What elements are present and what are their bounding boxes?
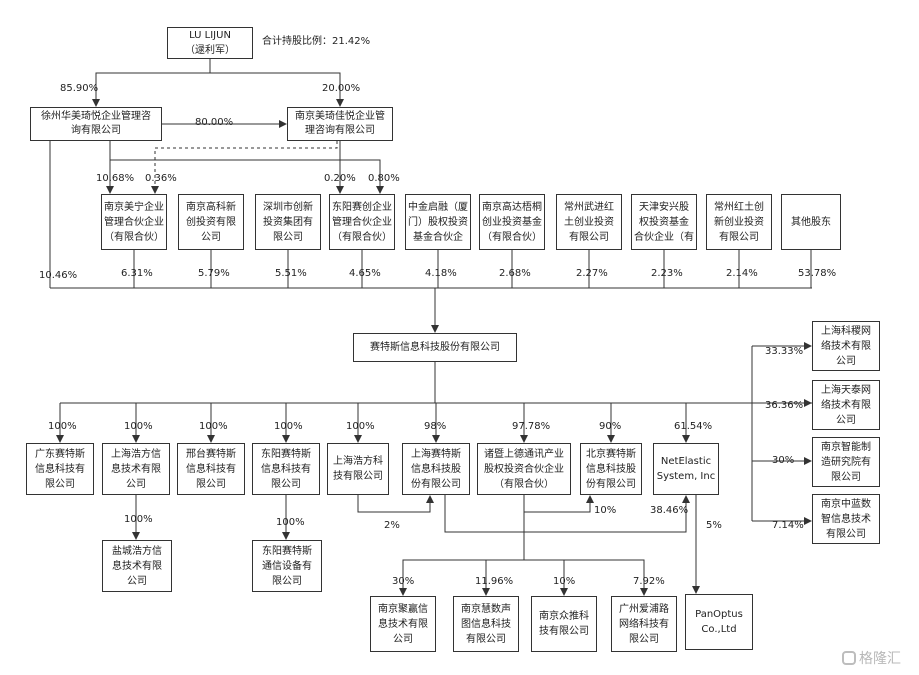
pct-meiqi-to-meining: 0.36%: [145, 173, 177, 184]
shareholder-pct: 2.23%: [651, 268, 683, 279]
yancheng-subsidiary-box: 盐城浩方信 息技术有限 公司: [102, 540, 172, 592]
shareholder-box: 南京高达梧桐 创业投资基金 （有限合伙）: [479, 194, 545, 250]
dongyang-comm-subsidiary-box: 东阳赛特斯 通信设备有 限公司: [252, 540, 322, 592]
pct-netelastic-to-panoptus: 5%: [706, 520, 722, 531]
affiliate-box: 上海天泰网 络技术有限 公司: [812, 380, 880, 430]
subsidiary-box: 北京赛特斯 信息科技股 份有限公司: [580, 443, 642, 495]
affiliate-pct: 36.36%: [765, 400, 804, 411]
affiliate-pct: 7.14%: [772, 520, 804, 531]
subsidiary-box: 诸暨上德通讯产业 股权投资合伙企业 （有限合伙）: [477, 443, 571, 495]
watermark: 格隆汇: [842, 648, 901, 668]
pct-xuzhou-to-meiqi: 80.00%: [195, 117, 234, 128]
total-holding-label: 合计持股比例：21.42%: [262, 36, 371, 47]
link-xuzhou-bus: [109, 141, 384, 194]
link-zhuji-investee-bus: [524, 559, 645, 595]
link-meiqi-meining-dashed: [151, 141, 338, 194]
investee-pct: 30%: [392, 576, 415, 587]
shareholder-box: 东阳赛创企业 管理合伙企业 （有限合伙）: [329, 194, 395, 250]
pct-xuzhou-direct: 10.46%: [39, 270, 78, 281]
watermark-logo-icon: [842, 651, 856, 665]
subsidiary-box: 邢台赛特斯 信息科技有 限公司: [177, 443, 245, 495]
subsidiary-pct: 100%: [346, 421, 375, 432]
investee-box: 广州爱浦路 网络科技有 限公司: [611, 596, 677, 652]
pct-dongyang-comm: 100%: [276, 517, 305, 528]
link-zhuji-to-beijing: [524, 495, 594, 513]
subsidiary-pct: 98%: [424, 421, 447, 432]
investee-box: 南京众推科 技有限公司: [531, 596, 597, 652]
shareholder-box: 中金启融（厦 门）股权投资 基金合伙企: [405, 194, 471, 250]
subsidiary-pct: 61.54%: [674, 421, 713, 432]
shareholder-pct: 2.27%: [576, 268, 608, 279]
subsidiary-pct: 90%: [599, 421, 622, 432]
affiliate-pct: 33.33%: [765, 346, 804, 357]
controller-box: LU LIJUN （逯利军）: [167, 27, 253, 59]
pct-meiqi-to-dongyang: 0.80%: [368, 173, 400, 184]
link-shanghai-to-netelastic: [444, 495, 690, 533]
panoptus-box: PanOptus Co.,Ltd: [685, 594, 753, 650]
pct-haofang-to-shanghai: 2%: [384, 520, 400, 531]
subsidiary-pct: 100%: [274, 421, 303, 432]
affiliate-box: 南京智能制 造研究院有 限公司: [812, 437, 880, 487]
shareholder-pct: 4.65%: [349, 268, 381, 279]
pct-to-dongyang: 0.20%: [324, 173, 356, 184]
shareholder-box: 常州红土创 新创业投资 有限公司: [706, 194, 772, 250]
shareholder-box: 深圳市创新 投资集团有 限公司: [255, 194, 321, 250]
affiliate-pct: 30%: [772, 455, 795, 466]
shareholder-box: 其他股东: [781, 194, 841, 250]
watermark-text: 格隆汇: [859, 651, 901, 667]
shareholder-pct: 5.51%: [275, 268, 307, 279]
subsidiary-box: 广东赛特斯 信息科技有 限公司: [26, 443, 94, 495]
shareholder-box: 南京高科新 创投资有限 公司: [178, 194, 244, 250]
link-haofang-to-shanghai: [357, 495, 434, 513]
pct-controller-to-meiqi: 20.00%: [322, 83, 361, 94]
subsidiary-box: 上海浩方信 息技术有限 公司: [102, 443, 170, 495]
subsidiary-pct: 100%: [48, 421, 77, 432]
shareholder-box: 常州武进红 土创业投资 有限公司: [556, 194, 622, 250]
pct-xuzhou-to-meining: 10.68%: [96, 173, 135, 184]
affiliate-box: 南京中蓝数 智信息技术 有限公司: [812, 494, 880, 544]
investee-pct: 7.92%: [633, 576, 665, 587]
subsidiary-pct: 97.78%: [512, 421, 551, 432]
subsidiary-pct: 100%: [124, 421, 153, 432]
company-box: 赛特斯信息科技股份有限公司: [353, 333, 517, 362]
shareholder-pct: 2.14%: [726, 268, 758, 279]
link-controller-meiqi: [210, 72, 344, 107]
link-controller-xuzhou: [92, 59, 211, 107]
xuzhou-platform-box: 徐州华美琦悦企业管理咨询有限公司: [30, 107, 162, 141]
subsidiary-box: NetElastic System, Inc: [653, 443, 719, 495]
pct-yancheng: 100%: [124, 514, 153, 525]
shareholder-pct: 6.31%: [121, 268, 153, 279]
investee-box: 南京慧数声 图信息科技 有限公司: [453, 596, 519, 652]
affiliate-box: 上海科稷网 络技术有限 公司: [812, 321, 880, 371]
shareholder-pct: 5.79%: [198, 268, 230, 279]
shareholder-pct: 53.78%: [798, 268, 837, 279]
investee-pct: 11.96%: [475, 576, 514, 587]
subsidiary-box: 上海浩方科 技有限公司: [327, 443, 389, 495]
pct-zhuji-to-beijing: 10%: [594, 505, 617, 516]
shareholder-box: 天津安兴股 权投资基金 合伙企业（有: [631, 194, 697, 250]
subsidiary-box: 上海赛特斯 信息科技股 份有限公司: [402, 443, 470, 495]
subsidiary-box: 东阳赛特斯 信息科技有 限公司: [252, 443, 320, 495]
shareholder-pct: 2.68%: [499, 268, 531, 279]
pct-sh-to-netelastic: 38.46%: [650, 505, 689, 516]
investee-pct: 10%: [553, 576, 576, 587]
shareholder-box: 南京美宁企业 管理合伙企业 （有限合伙）: [101, 194, 167, 250]
pct-controller-to-xuzhou: 85.90%: [60, 83, 99, 94]
subsidiary-pct: 100%: [199, 421, 228, 432]
nanjing-meiqi-platform-box: 南京美琦佳悦企业管理咨询有限公司: [287, 107, 393, 141]
investee-box: 南京聚赢信 息技术有限 公司: [370, 596, 436, 652]
shareholder-pct: 4.18%: [425, 268, 457, 279]
